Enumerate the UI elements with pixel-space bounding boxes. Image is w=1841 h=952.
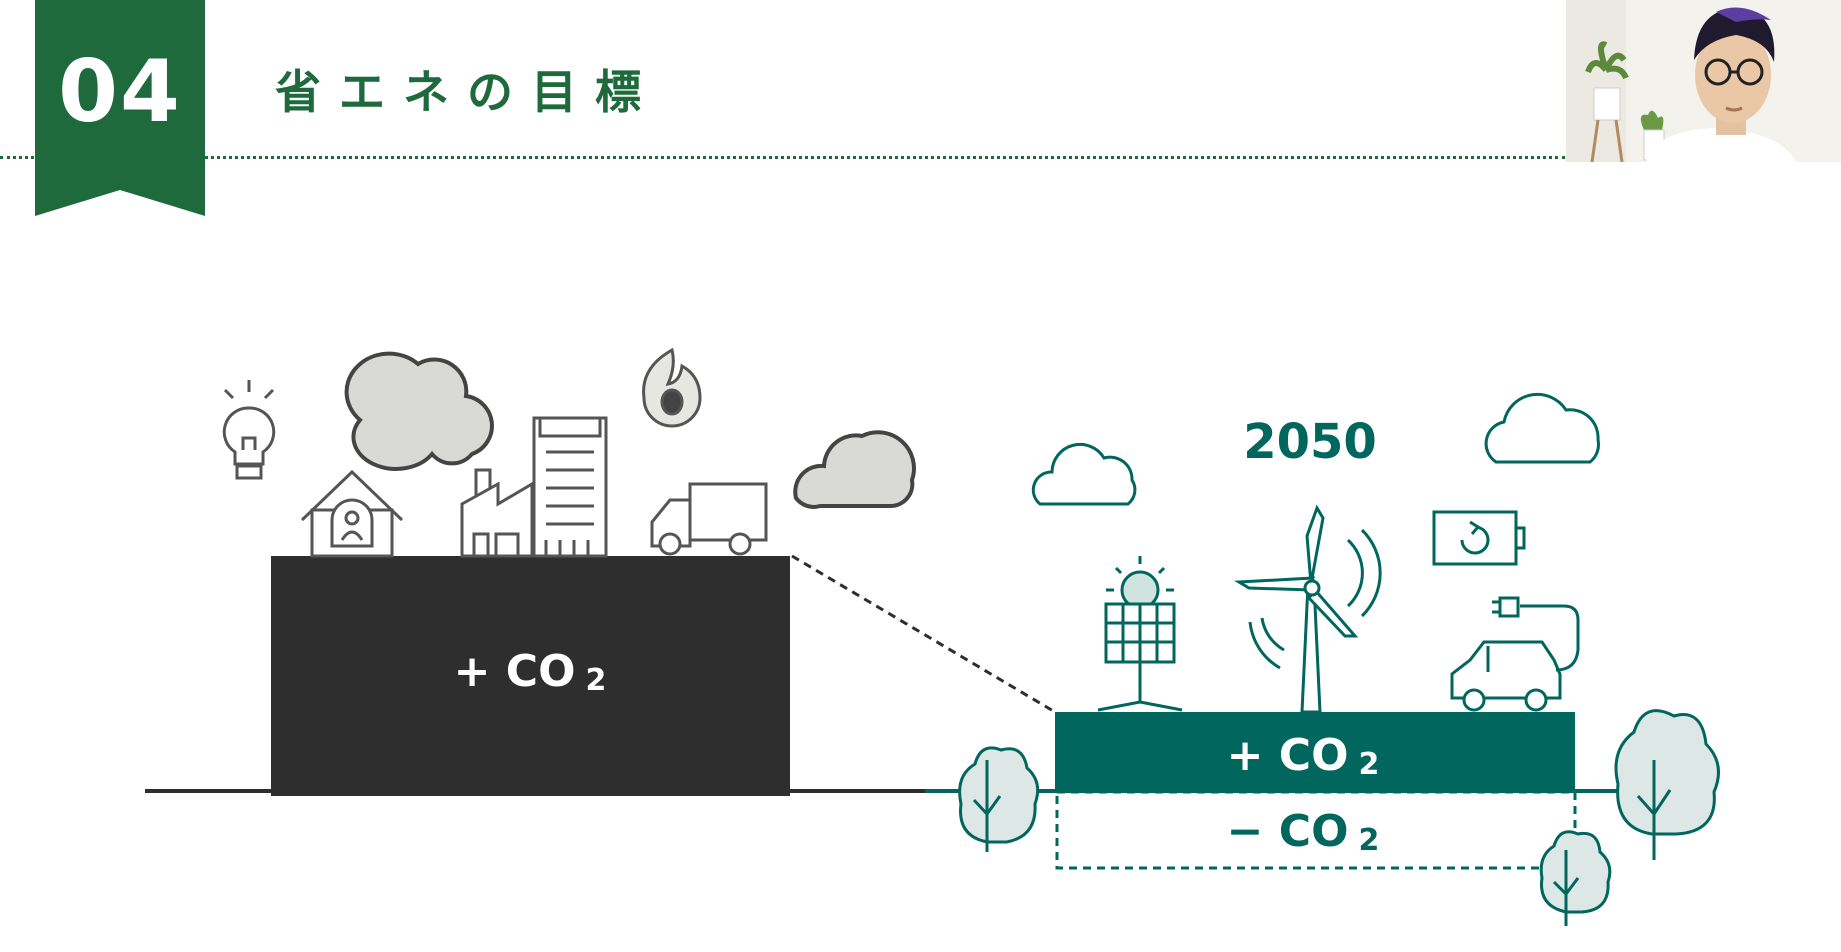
smoke-cloud-icon	[344, 351, 494, 471]
wind-turbine-icon	[1234, 504, 1382, 714]
future-emissions-block	[1055, 712, 1575, 792]
lightbulb-icon	[222, 380, 276, 480]
electric-car-icon	[1450, 596, 1580, 712]
house-icon	[300, 469, 404, 558]
current-co2-label: + CO	[454, 646, 576, 697]
future-minus-sub: 2	[1359, 823, 1380, 858]
slide-title: 省エネの目標	[275, 65, 659, 119]
battery-icon	[1432, 510, 1526, 566]
solar-panel-icon	[1097, 556, 1183, 712]
plant-icon	[1585, 41, 1665, 162]
svg-text:+ CO2: + CO 2	[454, 646, 607, 698]
flame-icon	[642, 347, 702, 428]
section-number: 04	[58, 42, 182, 142]
target-year: 2050	[1243, 414, 1377, 470]
truck-icon	[650, 482, 768, 556]
participant-avatar	[1646, 7, 1796, 162]
current-co2-sub: 2	[586, 663, 607, 698]
tree-icon	[1539, 830, 1612, 926]
reduction-connector	[791, 554, 1056, 714]
cloud-icon	[1031, 442, 1137, 506]
offset-dashed-area	[1055, 790, 1577, 870]
current-emissions-block	[271, 556, 790, 796]
video-participant[interactable]	[1566, 0, 1841, 162]
section-badge	[35, 0, 205, 216]
future-minus-label: − CO	[1227, 806, 1349, 857]
svg-text:+ CO2: + CO 2	[1227, 730, 1380, 782]
title-divider	[0, 156, 1565, 159]
future-plus-sub: 2	[1359, 747, 1380, 782]
future-plus-label: + CO	[1227, 730, 1349, 781]
tree-icon	[1614, 709, 1720, 860]
cloud-icon	[1484, 392, 1600, 464]
tree-icon	[958, 746, 1040, 852]
svg-text:− CO2: − CO 2	[1227, 806, 1380, 858]
factory-icon	[460, 416, 608, 558]
smoke-cloud-icon	[793, 430, 916, 509]
